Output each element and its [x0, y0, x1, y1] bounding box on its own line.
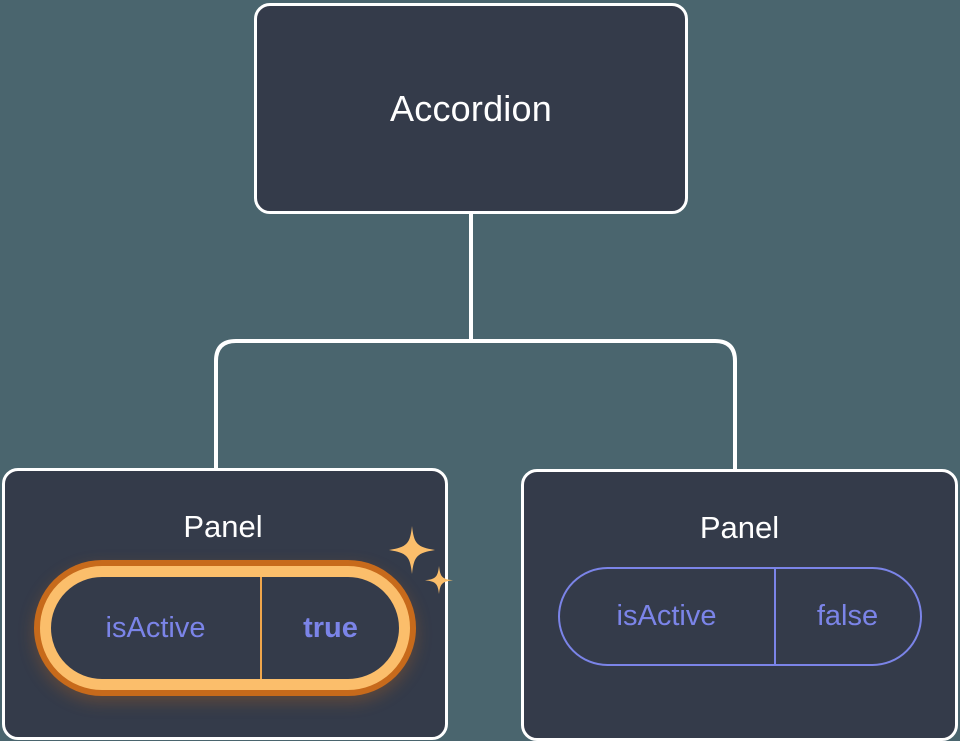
prop-pill-is-active-true[interactable]: isActive true	[40, 566, 410, 690]
node-accordion-label: Accordion	[390, 87, 552, 129]
node-panel-inactive-label: Panel	[699, 510, 780, 545]
node-panel-active[interactable]: Panel isActive true	[2, 468, 453, 740]
prop-value: true	[260, 577, 399, 679]
node-accordion[interactable]: Accordion	[254, 3, 688, 214]
prop-key: isActive	[616, 600, 717, 632]
prop-pill-inactive-wrapper: isActive false	[557, 567, 922, 666]
sparkle-large-icon	[389, 526, 435, 574]
edge-branch-bar	[214, 339, 737, 470]
node-panel-active-label: Panel	[183, 509, 263, 544]
prop-pill-active-wrapper: isActive true	[40, 526, 453, 690]
sparkle-small-icon	[425, 566, 453, 594]
prop-pill-is-active-false[interactable]: isActive false	[557, 567, 922, 666]
prop-value: false	[773, 569, 920, 664]
prop-key: isActive	[105, 611, 206, 644]
node-panel-inactive[interactable]: Panel isActive false	[521, 469, 958, 741]
